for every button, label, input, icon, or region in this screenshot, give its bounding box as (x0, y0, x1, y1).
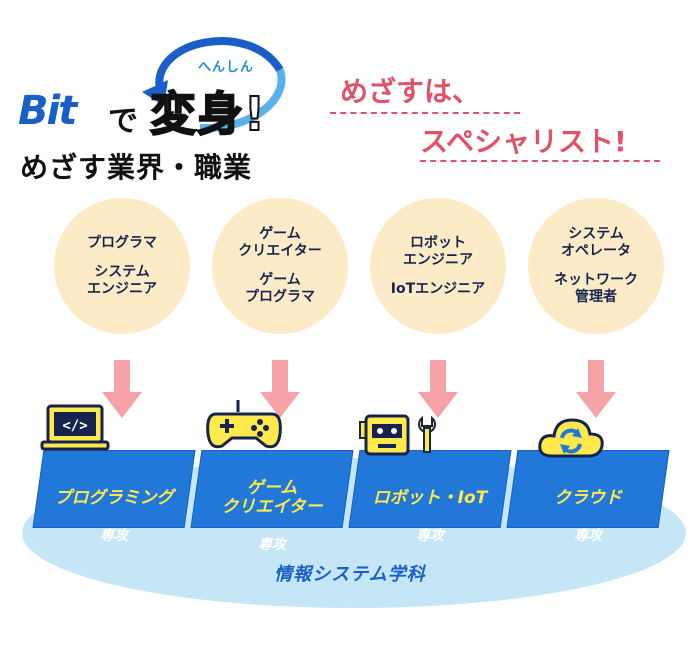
job-label: システム エンジニア (87, 263, 157, 297)
robot-wrench-icon (359, 414, 436, 456)
cloud-sync-icon (538, 418, 604, 458)
course-label-1: プログラミング 専攻 (34, 470, 194, 565)
down-arrow-icon (102, 360, 142, 418)
course-label-4: クラウド 専攻 (508, 470, 668, 565)
course-suffix: 専攻 (258, 537, 286, 553)
career-circle-1: プログラマ システム エンジニア (54, 198, 190, 334)
logo-de: で (108, 104, 138, 139)
job-label: IoTエンジニア (390, 280, 486, 297)
course-suffix: 専攻 (100, 528, 128, 544)
job-label: ネットワーク 管理者 (554, 272, 638, 305)
career-circle-4: システム オペレータ ネットワーク 管理者 (528, 198, 664, 334)
career-circle-2: ゲーム クリエイター ゲーム プログラマ (212, 198, 348, 334)
gamepad-icon (206, 400, 282, 449)
course-name: クラウド (554, 488, 622, 508)
henshin-ruby: へんしん (198, 60, 255, 75)
swoosh-arrow-icon (142, 37, 286, 133)
logo-bit: Bit (18, 88, 77, 134)
course-label-2: ゲーム クリエイター 専攻 (192, 460, 352, 574)
job-label: システム オペレータ (561, 226, 631, 259)
down-arrow-icon (260, 360, 300, 418)
down-arrow-icon (418, 360, 458, 418)
course-suffix: 専攻 (574, 528, 602, 544)
down-arrow-icon (576, 360, 616, 418)
course-name: ロボット・IoT (372, 488, 488, 508)
slogan-underline-1 (330, 112, 520, 114)
department-label: 情報システム学科 (274, 564, 426, 585)
job-label: ロボット エンジニア (403, 234, 473, 268)
page-subtitle: めざす業界・職業 (20, 151, 253, 184)
job-label: ゲーム クリエイター (238, 226, 322, 259)
slogan-line-1: めざすは、 (340, 75, 481, 108)
svg-text:</>: </> (62, 418, 87, 434)
laptop-code-icon: </> (40, 404, 110, 451)
job-label: プログラマ (87, 234, 157, 251)
slogan-line-2: スペシャリスト! (420, 125, 627, 158)
slogan-underline-2 (420, 160, 660, 162)
course-suffix: 専攻 (416, 528, 444, 544)
job-label: ゲーム プログラマ (245, 272, 315, 305)
logo-henshin: 変身! (149, 86, 266, 142)
course-name: ゲーム クリエイター (221, 478, 323, 517)
course-name: プログラミング (54, 488, 174, 508)
course-label-3: ロボット・IoT 専攻 (350, 470, 510, 565)
career-circle-3: ロボット エンジニア IoTエンジニア (370, 198, 506, 334)
